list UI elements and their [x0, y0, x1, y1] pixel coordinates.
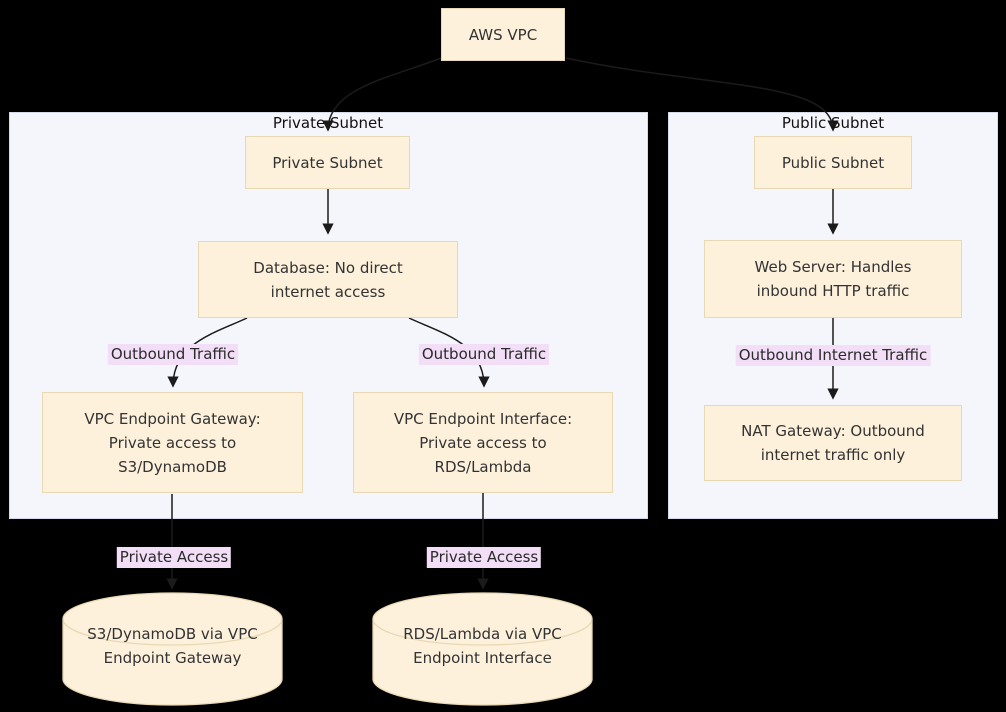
node-public-subnet-label: Public Subnet	[781, 153, 885, 172]
node-vpc-endpoint-interface-label: VPC Endpoint Interface: Private access t…	[393, 409, 573, 476]
node-vpc-endpoint-gateway: VPC Endpoint Gateway: Private access to …	[42, 392, 303, 493]
edge-awsvpc-to-public-subnet	[565, 57, 839, 132]
node-database-label: Database: No direct internet access	[253, 258, 403, 301]
node-web-server: Web Server: Handles inbound HTTP traffic	[704, 240, 962, 318]
node-nat-gateway-label: NAT Gateway: Outbound internet traffic o…	[741, 422, 925, 464]
node-s3-dynamodb-store-label: S3/DynamoDB via VPC Endpoint Gateway	[87, 625, 258, 667]
node-aws-vpc: AWS VPC	[441, 8, 565, 61]
edge-database-to-interface	[408, 317, 490, 388]
node-database: Database: No direct internet access	[198, 241, 458, 318]
s3-dynamodb-cylinder-shape	[62, 592, 283, 706]
edge-label-outbound-traffic-right: Outbound Traffic	[418, 344, 550, 365]
node-rds-lambda-store: RDS/Lambda via VPC Endpoint Interface	[373, 620, 592, 672]
rds-lambda-cylinder-shape	[372, 592, 593, 706]
node-s3-dynamodb-store: S3/DynamoDB via VPC Endpoint Gateway	[63, 620, 282, 672]
node-private-subnet-label: Private Subnet	[272, 153, 383, 172]
edge-label-private-access-right: Private Access	[426, 547, 542, 568]
edge-database-to-gateway	[167, 317, 248, 388]
node-aws-vpc-label: AWS VPC	[468, 25, 538, 44]
private-subnet-cluster-title: Private Subnet	[272, 114, 384, 132]
node-private-subnet: Private Subnet	[245, 136, 410, 189]
node-rds-lambda-store-label: RDS/Lambda via VPC Endpoint Interface	[403, 625, 562, 667]
edge-label-private-access-left: Private Access	[116, 547, 232, 568]
node-vpc-endpoint-interface: VPC Endpoint Interface: Private access t…	[353, 392, 613, 493]
edge-label-outbound-internet-traffic: Outbound Internet Traffic	[735, 345, 931, 366]
node-public-subnet: Public Subnet	[754, 136, 912, 189]
node-nat-gateway: NAT Gateway: Outbound internet traffic o…	[704, 405, 962, 481]
node-vpc-endpoint-gateway-label: VPC Endpoint Gateway: Private access to …	[84, 409, 261, 476]
public-subnet-cluster-title: Public Subnet	[781, 114, 885, 132]
edge-label-outbound-traffic-left: Outbound Traffic	[107, 344, 239, 365]
node-web-server-label: Web Server: Handles inbound HTTP traffic	[754, 258, 912, 300]
edge-awsvpc-to-private-subnet	[322, 57, 442, 132]
